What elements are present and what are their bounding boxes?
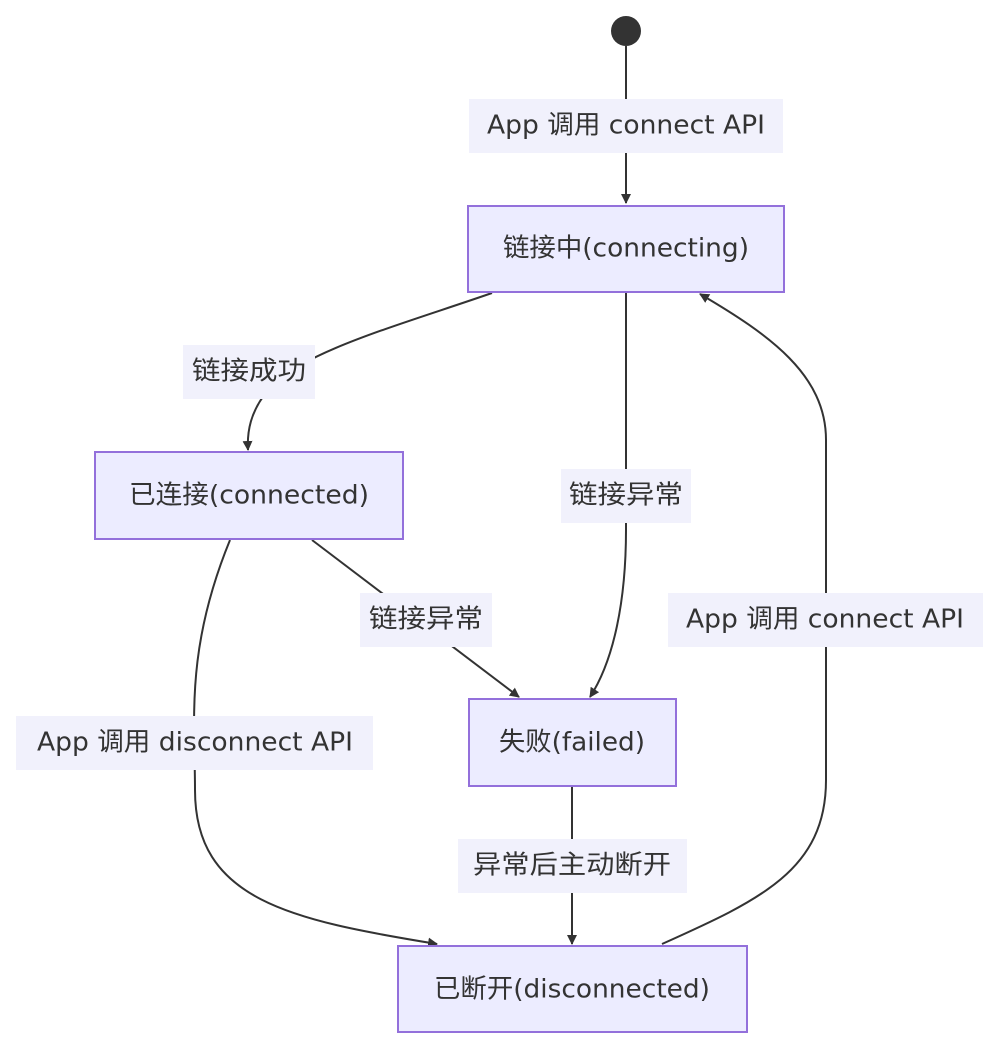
label-failed-to-disconnected-text: 异常后主动断开 (473, 851, 671, 881)
label-connected-to-disconnected: App 调用 disconnect API (16, 716, 373, 770)
state-connecting: 链接中(connecting) (467, 205, 785, 293)
state-connected-label: 已连接(connected) (129, 481, 369, 511)
edge-connecting-to-failed (589, 293, 627, 698)
label-connected-to-failed: 链接异常 (360, 593, 492, 647)
start-node (611, 16, 641, 46)
state-failed-label: 失败(failed) (499, 728, 645, 758)
label-failed-to-disconnected: 异常后主动断开 (458, 839, 687, 893)
label-connected-to-disconnected-text: App 调用 disconnect API (37, 728, 353, 758)
edge-connected-to-disconnected (193, 539, 438, 948)
label-connected-to-failed-text: 链接异常 (369, 605, 483, 635)
state-connecting-label: 链接中(connecting) (503, 234, 749, 264)
state-disconnected: 已断开(disconnected) (397, 945, 748, 1033)
state-failed: 失败(failed) (468, 698, 677, 787)
label-connecting-to-failed: 链接异常 (561, 469, 691, 523)
label-disconnected-to-connecting-text: App 调用 connect API (686, 605, 964, 635)
label-connecting-to-failed-text: 链接异常 (569, 481, 683, 511)
label-disconnected-to-connecting: App 调用 connect API (668, 593, 983, 647)
label-start-to-connecting-text: App 调用 connect API (487, 111, 765, 141)
state-disconnected-label: 已断开(disconnected) (434, 975, 710, 1005)
label-connecting-to-connected-text: 链接成功 (192, 357, 306, 387)
label-start-to-connecting: App 调用 connect API (469, 99, 783, 153)
edge-disconnected-to-connecting (661, 293, 827, 945)
label-connecting-to-connected: 链接成功 (183, 345, 315, 399)
state-connected: 已连接(connected) (94, 451, 404, 540)
